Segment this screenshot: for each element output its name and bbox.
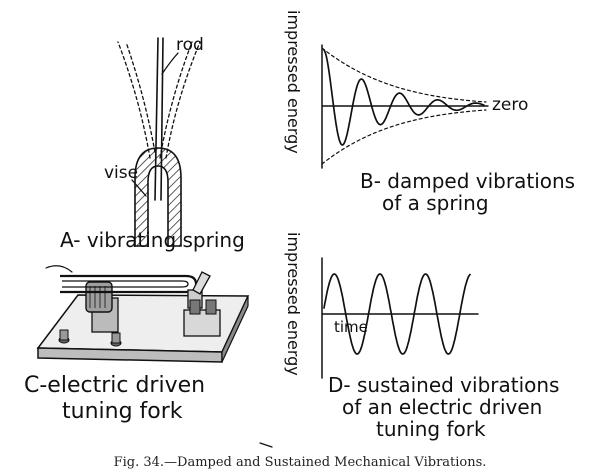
panel-c-caption-line1: C-electric driven	[24, 373, 205, 398]
panel-d-y-label: impressed energy	[284, 232, 303, 376]
panel-a-vibrating-spring: rod vise A- vibrating spring	[60, 35, 245, 252]
figure-caption: Fig. 34.—Damped and Sustained Mechanical…	[114, 455, 487, 470]
panel-b-y-label: impressed energy	[284, 10, 303, 154]
electromagnet-coil	[85, 281, 113, 313]
panel-b-caption-line2: of a spring	[382, 191, 489, 215]
rod-swing-left-dashed-2	[125, 41, 157, 159]
small-dash-mark	[259, 442, 273, 448]
vise	[134, 147, 182, 247]
panel-c-tuning-fork: C-electric driven tuning fork	[24, 265, 250, 424]
panel-d-time-label: time	[334, 318, 368, 336]
binding-post-right	[110, 332, 122, 347]
binding-post-left	[58, 329, 70, 344]
panel-b-envelope-upper	[321, 47, 487, 103]
panel-c-caption-line2: tuning fork	[62, 399, 183, 424]
rod-swing-right-dashed-2	[165, 41, 201, 159]
panel-d-caption-line2: of an electric driven	[342, 395, 542, 419]
rod-swing-right-dashed	[159, 41, 193, 159]
panel-d-caption-line1: D- sustained vibrations	[328, 373, 559, 397]
rod-swing-left-dashed	[117, 41, 151, 159]
panel-b-damped-waveform	[323, 49, 485, 146]
panel-b-damped-vibrations: impressed energy zero B- damped vibratio…	[284, 10, 575, 215]
lead-wire	[45, 265, 73, 273]
panel-b-envelope-lower	[321, 109, 487, 165]
terminal-block	[183, 299, 221, 337]
vise-leader	[131, 179, 147, 197]
fork-base-side	[221, 295, 249, 363]
rod-edge	[160, 37, 164, 201]
tuning-fork-tines	[60, 274, 198, 294]
panel-b-caption-line1: B- damped vibrations	[360, 169, 575, 193]
panel-b-zero-label: zero	[492, 95, 528, 115]
rod-label: rod	[176, 35, 204, 55]
panel-d-sustained-vibrations: impressed energy time D- sustained vibra…	[284, 232, 559, 441]
panel-a-caption: A- vibrating spring	[60, 228, 245, 252]
rod-leader	[161, 52, 179, 75]
tuning-fork-inner	[62, 280, 189, 288]
vise-label: vise	[104, 163, 138, 183]
rod	[154, 37, 159, 201]
panel-d-sustained-waveform	[323, 273, 471, 355]
panel-d-caption-line3: tuning fork	[376, 417, 486, 441]
